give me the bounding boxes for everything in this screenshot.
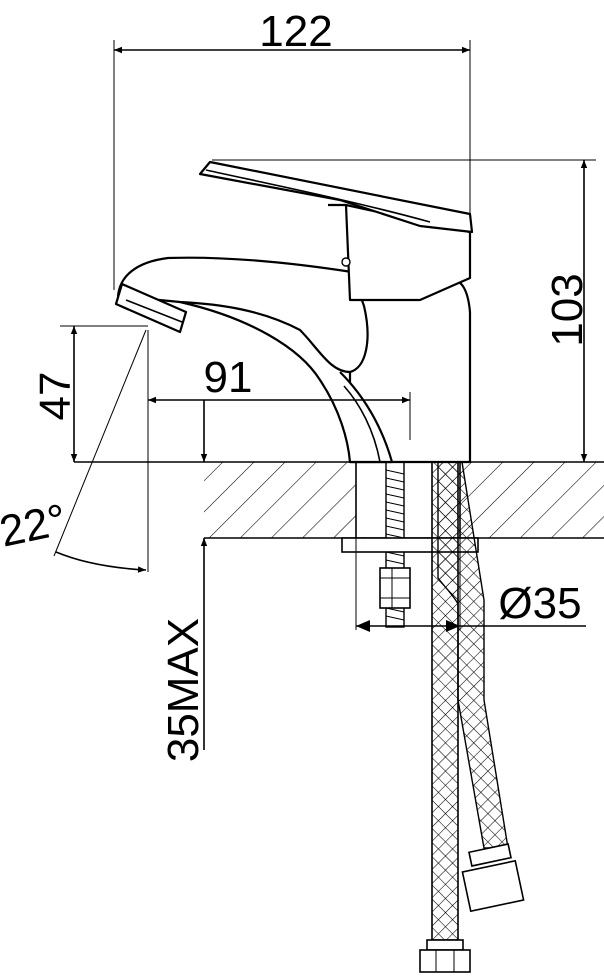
dim-spout-height-label: 47 — [31, 372, 80, 421]
dim-deck-thickness: 35MAX — [159, 400, 208, 762]
dim-spout-reach-label: 91 — [204, 353, 253, 402]
faucet-body — [114, 160, 474, 464]
dim-height: 103 — [212, 159, 596, 462]
countertop-section — [74, 461, 604, 539]
dim-width: 122 — [113, 7, 471, 290]
dim-spout-angle: 22° — [0, 329, 147, 573]
dim-hole-diameter: Ø35 — [355, 538, 586, 632]
dim-spout-reach: 91 — [147, 330, 411, 572]
dim-spout-height: 47 — [31, 325, 148, 462]
dim-spout-angle-label: 22° — [0, 495, 71, 557]
dim-width-label: 122 — [259, 7, 332, 56]
dim-height-label: 103 — [543, 273, 592, 346]
dim-hole-diameter-label: Ø35 — [498, 579, 581, 628]
dim-deck-thickness-label: 35MAX — [159, 618, 208, 762]
